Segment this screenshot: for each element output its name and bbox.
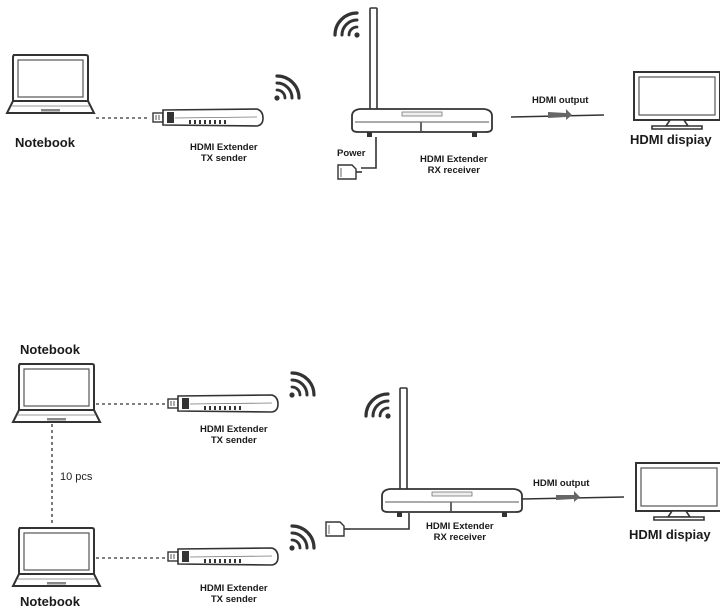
notebook-label: Notebook: [15, 135, 75, 150]
rx-receiver-label-line1: HDMI Extender: [426, 521, 494, 532]
tx-sender-label-line2: TX sender: [200, 153, 247, 164]
power-label: Power: [337, 148, 366, 159]
rx-receiver-router-icon: [381, 387, 523, 518]
hdmi-display-monitor-icon: [635, 462, 720, 521]
tx-wifi-icon: [287, 524, 316, 553]
hdmi-display-monitor-icon: [633, 71, 720, 130]
rx-wifi-icon: [364, 392, 393, 421]
notebook-label: Notebook: [20, 594, 80, 609]
tx-wifi-icon: [272, 74, 301, 103]
notebook-label: Notebook: [20, 342, 80, 357]
tx-sender-label-line2: TX sender: [210, 594, 257, 605]
hdmi-output-arrow: [556, 491, 580, 502]
hdmi-output-label: HDMI output: [532, 95, 589, 106]
rx-wifi-icon: [333, 11, 362, 40]
notebook-count-label: 10 pcs: [60, 471, 93, 483]
rx-receiver-router-icon: [351, 7, 493, 138]
rx-receiver-label-line1: HDMI Extender: [420, 154, 488, 165]
tx-sender-label-line1: HDMI Extender: [200, 424, 268, 435]
rx-receiver-label-line2: RX receiver: [433, 532, 486, 543]
notebook-laptop-icon: [12, 527, 101, 587]
power-adapter-icon: [337, 164, 363, 180]
rx-receiver-label: HDMI Extender RX receiver: [426, 521, 494, 543]
power-adapter-icon: [325, 521, 351, 537]
hdmi-output-label: HDMI output: [533, 478, 590, 489]
rx-receiver-label-line2: RX receiver: [427, 165, 480, 176]
notebook-laptop-icon: [6, 54, 95, 114]
tx-sender-label-line1: HDMI Extender: [200, 583, 268, 594]
tx-sender-label: HDMI Extender TX sender: [190, 142, 258, 164]
tx-sender-label: HDMI Extender TX sender: [200, 583, 268, 605]
rx-receiver-label: HDMI Extender RX receiver: [420, 154, 488, 176]
tx-sender-label-line1: HDMI Extender: [190, 142, 258, 153]
notebook-laptop-icon: [12, 363, 101, 423]
tx-sender-label-line2: TX sender: [210, 435, 257, 446]
tx-sender-dongle-icon: [152, 108, 264, 127]
tx-sender-dongle-icon: [167, 394, 279, 413]
tx-sender-dongle-icon: [167, 547, 279, 566]
hdmi-display-label: HDMI dispiay: [629, 527, 711, 542]
tx-wifi-icon: [287, 371, 316, 400]
hdmi-display-label: HDMI dispiay: [630, 132, 712, 147]
tx-sender-label: HDMI Extender TX sender: [200, 424, 268, 446]
hdmi-output-arrow: [548, 109, 572, 120]
power-cable: [350, 513, 410, 530]
power-cable: [361, 137, 377, 169]
